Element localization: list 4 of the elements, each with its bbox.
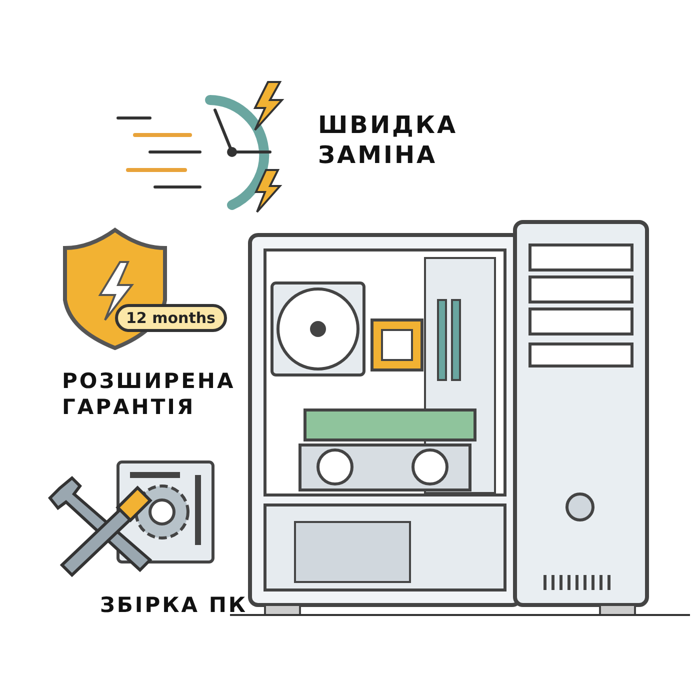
feature-title: ЗБІРКА ПК	[100, 592, 248, 618]
feature-title: ШВИДКА ЗАМІНА	[318, 110, 458, 170]
feature-title: РОЗШИРЕНА ГАРАНТІЯ	[62, 368, 236, 420]
duration-badge: 12 months	[115, 304, 226, 332]
